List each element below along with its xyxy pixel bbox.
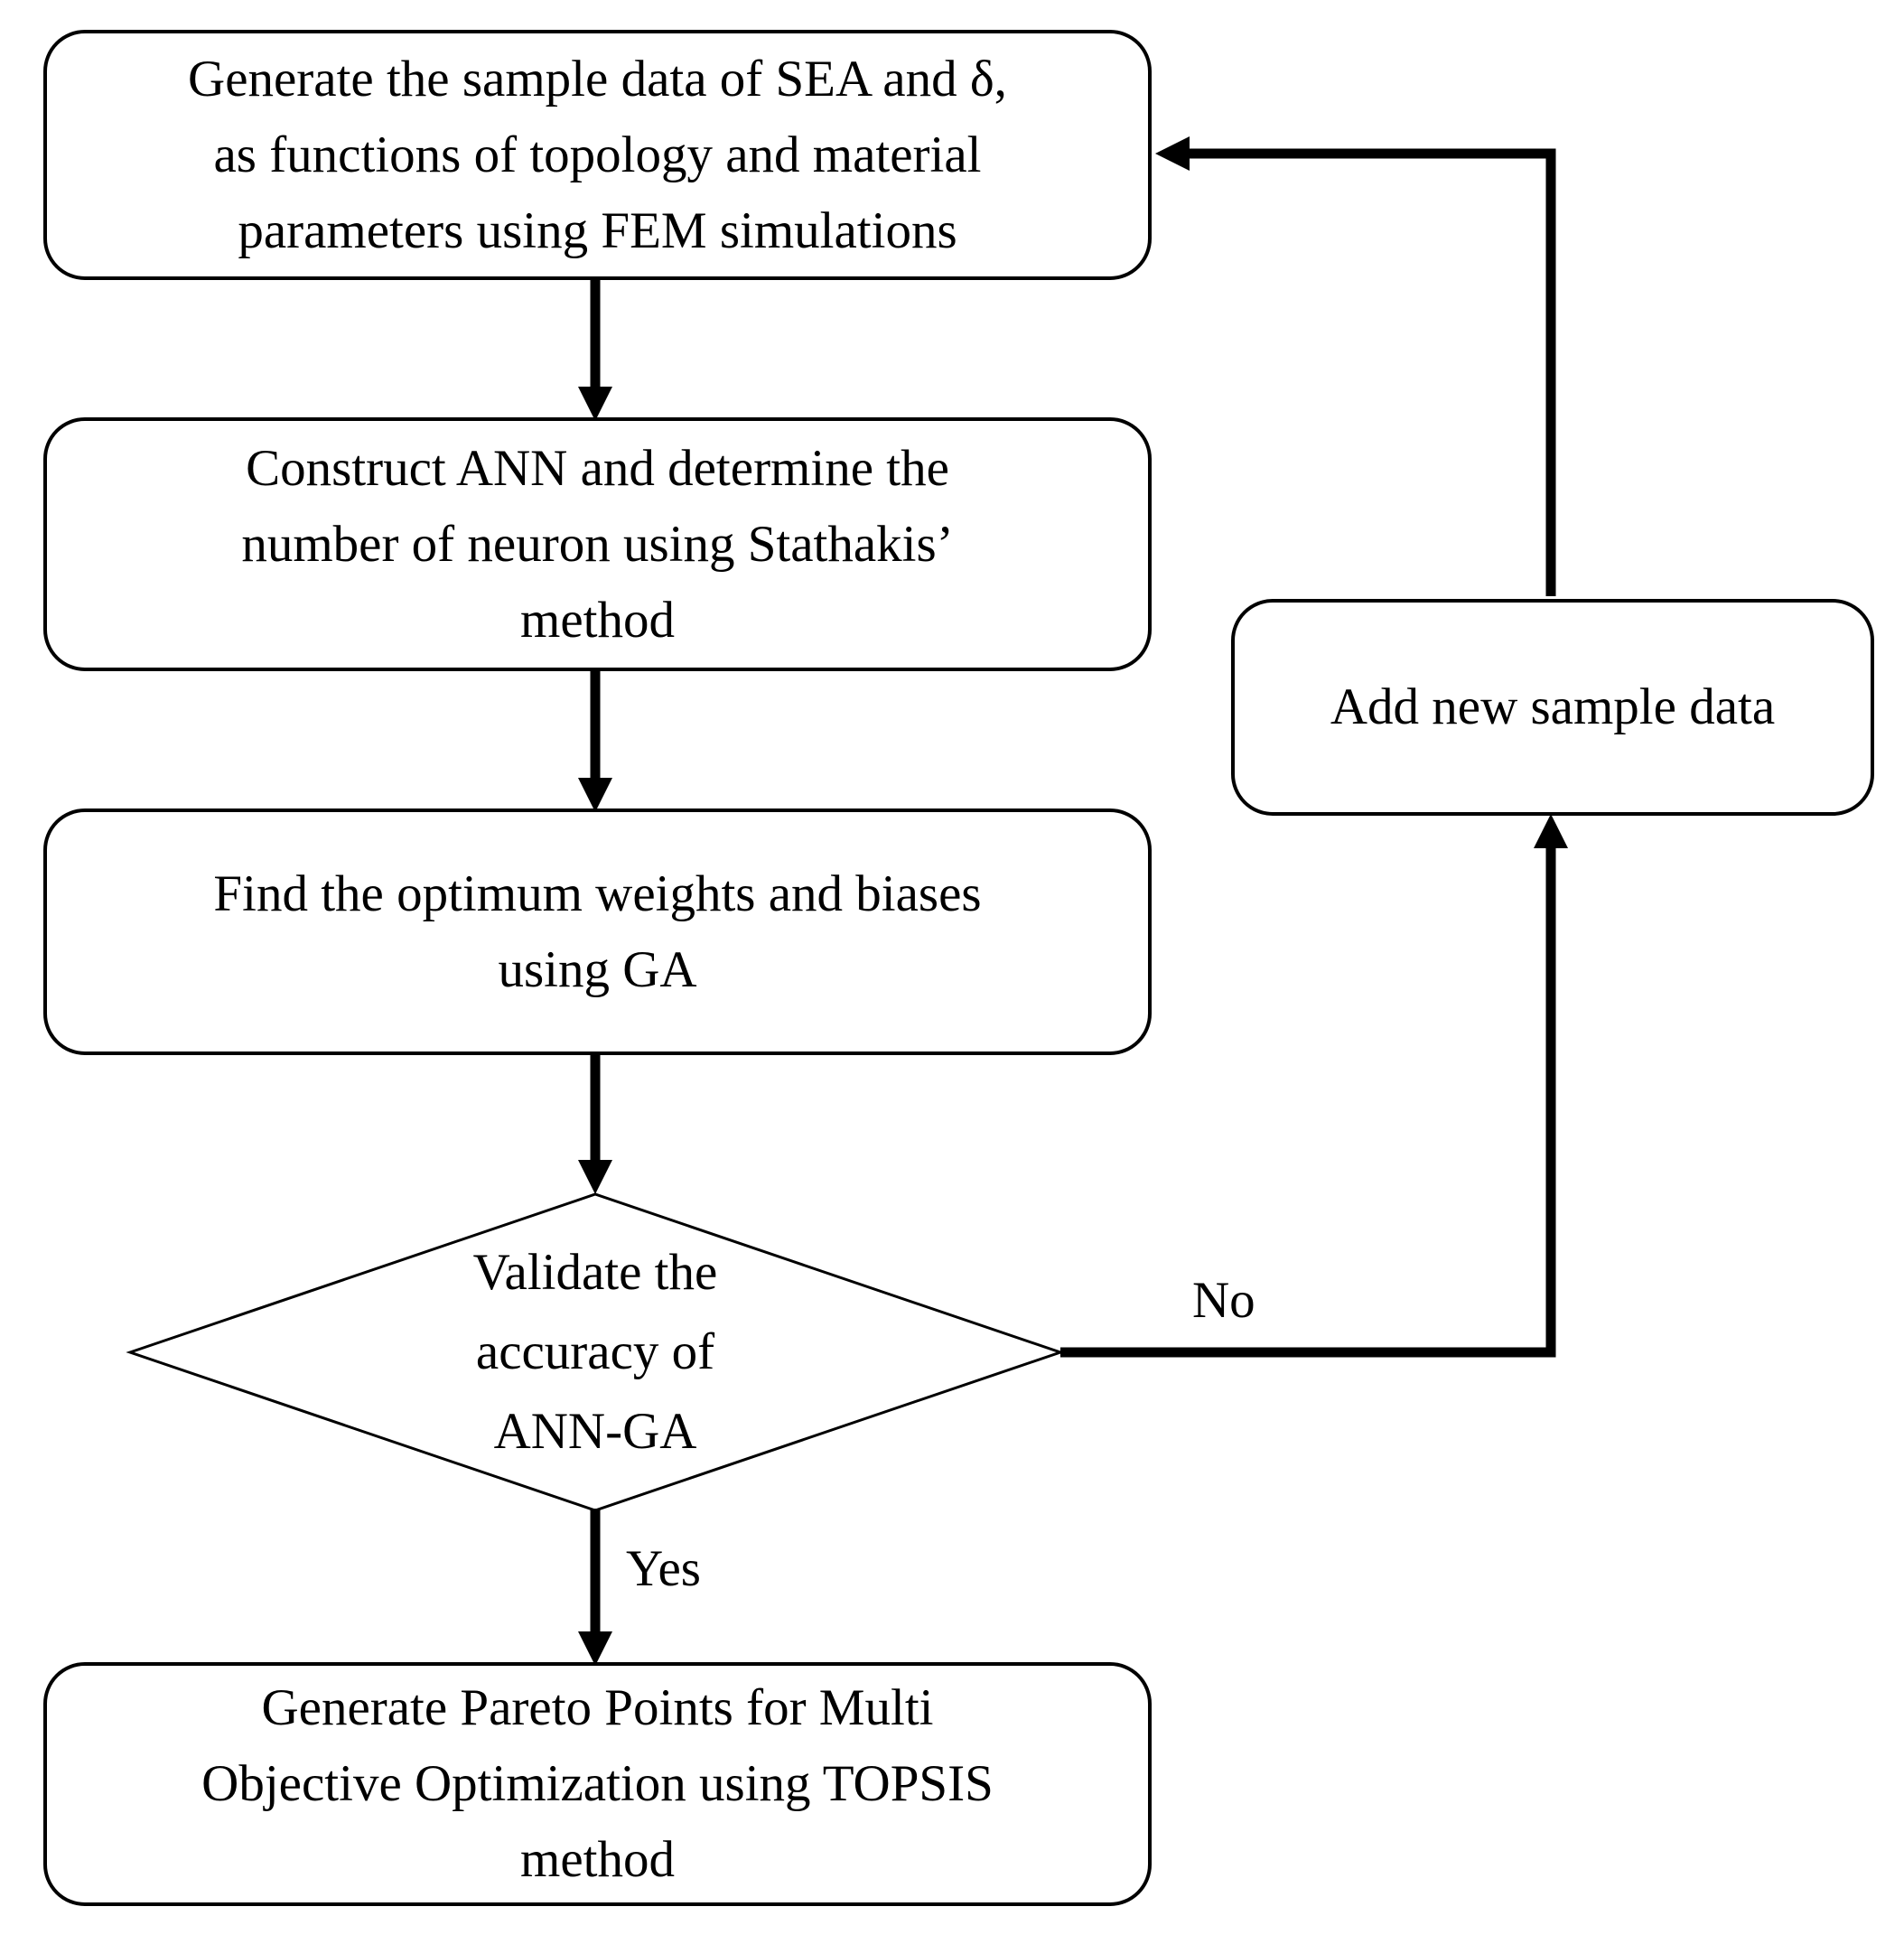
arrowhead-down-icon xyxy=(578,778,612,812)
no-feedback-line-upper xyxy=(1184,148,1556,596)
no-feedback-line-lower xyxy=(1060,846,1556,1358)
node-text-line: ANN-GA xyxy=(493,1403,697,1460)
node-validate-accuracy-text: Validate the accuracy of ANN-GA xyxy=(369,1229,821,1476)
arrowhead-down-icon xyxy=(578,387,612,421)
node-text-line: method xyxy=(520,1831,675,1888)
node-text-line: number of neuron using Stathakis’ xyxy=(241,515,954,573)
node-text-line: Validate the xyxy=(472,1244,718,1301)
node-text-line: Add new sample data xyxy=(1330,678,1776,735)
node-generate-sample-data: Generate the sample data of SEA and δ, a… xyxy=(43,30,1152,280)
node-text-line: Find the optimum weights and biases xyxy=(213,865,982,922)
node-find-optimum-weights: Find the optimum weights and biases usin… xyxy=(43,808,1152,1055)
node-text-line: as functions of topology and material xyxy=(213,126,982,183)
node-text-line: accuracy of xyxy=(475,1323,715,1380)
node-text-line: Generate the sample data of SEA and δ, xyxy=(188,50,1007,107)
edge-label-yes: Yes xyxy=(626,1540,701,1597)
node-text-line: method xyxy=(520,591,675,649)
node-text-line: using GA xyxy=(498,940,697,998)
node-text-line: Objective Optimization using TOPSIS xyxy=(201,1755,994,1812)
edge-label-no: No xyxy=(1192,1272,1255,1329)
node-construct-ann: Construct ANN and determine the number o… xyxy=(43,417,1152,671)
arrowhead-down-icon xyxy=(578,1160,612,1194)
node-text-line: Generate Pareto Points for Multi xyxy=(261,1679,934,1736)
node-text-line: parameters using FEM simulations xyxy=(238,201,957,259)
node-text-line: Construct ANN and determine the xyxy=(246,439,949,497)
arrowhead-left-icon xyxy=(1155,136,1190,171)
node-add-new-sample-data: Add new sample data xyxy=(1231,599,1874,816)
node-generate-pareto-points: Generate Pareto Points for Multi Objecti… xyxy=(43,1662,1152,1906)
arrowhead-down-icon xyxy=(578,1631,612,1666)
arrowhead-up-icon xyxy=(1534,814,1568,848)
